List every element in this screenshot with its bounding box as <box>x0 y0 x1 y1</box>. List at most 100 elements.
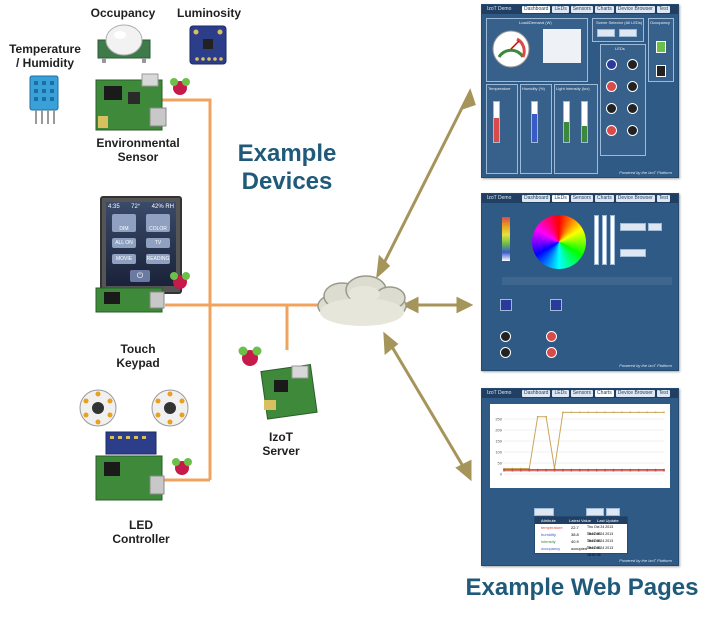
table-cell: occupied <box>571 546 588 551</box>
dashboard-gauge-section: Load/Demand (W) <box>486 18 588 82</box>
leds-tab-test[interactable]: Test <box>656 195 670 202</box>
chart-point <box>562 469 564 472</box>
dashboard-occupancy: Occupancy <box>648 18 674 82</box>
scene-selector-title: Scene Selector (All LEDs) <box>596 20 643 25</box>
charts-tab-test[interactable]: Test <box>656 390 670 397</box>
gauge-section-title: Load/Demand (W) <box>519 20 552 25</box>
label-izot-server: IzoT Server <box>262 430 300 459</box>
gauge-icon <box>492 30 530 68</box>
leds-slider-3[interactable] <box>610 215 615 265</box>
charts-tab-sensors[interactable]: Sensors <box>570 390 594 397</box>
leds-tab-sensors[interactable]: Sensors <box>570 195 594 202</box>
leds-lamp-2[interactable] <box>546 331 557 342</box>
dashboard-tab-dashboard[interactable]: Dashboard <box>522 6 551 13</box>
table-cell: humidity <box>541 532 556 537</box>
light-bar-1 <box>563 101 570 143</box>
arrowhead-dashboard-end <box>459 88 476 111</box>
table-header-update: Last Update <box>597 518 619 523</box>
table-cell: intensity <box>541 539 556 544</box>
dashboard-tab-charts[interactable]: Charts <box>595 6 614 13</box>
keypad-button-dim[interactable]: DIM <box>112 214 136 232</box>
humidity-title: Humidity (%) <box>522 86 545 91</box>
keypad-button-color[interactable]: COLOR <box>146 214 170 232</box>
leds-lamp-1[interactable] <box>500 331 511 342</box>
dashboard-tab-test[interactable]: Test <box>656 6 670 13</box>
leds-group-2[interactable] <box>550 299 562 311</box>
leds-slider-2[interactable] <box>602 215 607 265</box>
chart-point <box>637 469 640 472</box>
leds-tab-leds[interactable]: LEDs <box>552 195 569 202</box>
led-ring-right <box>151 389 189 427</box>
chart-point <box>604 469 606 472</box>
dashboard-tab-leds[interactable]: LEDs <box>552 6 569 13</box>
charts-tab-dashboard[interactable]: Dashboard <box>522 390 551 397</box>
leds-lamp-3[interactable] <box>500 347 511 358</box>
color-wheel[interactable] <box>532 215 586 269</box>
leds-title: LEDs <box>615 46 625 51</box>
leds-rgb-row <box>502 277 672 285</box>
table-row: occupancy occupied Thu Oct 24 2013 18:52… <box>535 545 627 557</box>
led-dot-5[interactable] <box>606 103 617 114</box>
leds-apply-button[interactable] <box>648 223 662 231</box>
chart-point <box>545 415 548 418</box>
leds-tab-dashboard[interactable]: Dashboard <box>522 195 551 202</box>
arrowhead-leds-start <box>401 296 419 314</box>
keypad-button-all-on[interactable]: ALL ON <box>112 238 136 248</box>
led-dot-2[interactable] <box>627 59 638 70</box>
dashboard-tab-device-browser[interactable]: Device Browser <box>615 6 655 13</box>
keypad-color-label: COLOR <box>149 226 167 232</box>
leds-tab-charts[interactable]: Charts <box>595 195 614 202</box>
izot-server-icon <box>238 346 318 420</box>
charts-tab-leds[interactable]: LEDs <box>552 390 569 397</box>
scene-activate-button[interactable] <box>619 29 637 37</box>
charts-tab-charts[interactable]: Charts <box>595 390 614 397</box>
chart-ytick-label: 150 <box>495 439 502 444</box>
table-header-latest: Latest Value <box>569 518 591 523</box>
led-dot-4[interactable] <box>627 81 638 92</box>
dashboard-tab-sensors[interactable]: Sensors <box>570 6 594 13</box>
led-dot-7[interactable] <box>606 125 617 136</box>
leds-select[interactable] <box>620 223 646 231</box>
charts-tab-device-browser[interactable]: Device Browser <box>615 390 655 397</box>
scene-select[interactable] <box>597 29 615 37</box>
touch-keypad-board-icon <box>95 272 190 313</box>
led-dot-6[interactable] <box>627 103 638 114</box>
arrowhead-dashboard-start <box>376 254 391 279</box>
leds-slider-1[interactable] <box>594 215 599 265</box>
leds-group-1[interactable] <box>500 299 512 311</box>
keypad-button-tv[interactable]: TV <box>146 238 170 248</box>
keypad-button-reading[interactable]: READING <box>146 254 170 264</box>
chart-ytick-label: 250 <box>495 417 502 422</box>
led-dot-1[interactable] <box>606 59 617 70</box>
temperature-title: Temperature <box>488 86 511 91</box>
chart-point <box>620 469 623 472</box>
led-dot-3[interactable] <box>606 81 617 92</box>
temperature-humidity-sensor-icon <box>29 75 59 124</box>
chart-ytick-label: 0 <box>500 472 503 477</box>
table-row: humidity 38.8 Thu Oct 24 2013 18:52:35 <box>535 531 627 543</box>
table-header-attribute: Attribute <box>541 518 556 523</box>
chart-point <box>663 469 665 472</box>
chart-select[interactable] <box>534 508 554 516</box>
leds-scene-select[interactable] <box>620 249 646 257</box>
leds-tab-device-browser[interactable]: Device Browser <box>615 195 655 202</box>
chart-point <box>637 411 640 414</box>
keypad-button-movie[interactable]: MOVIE <box>112 254 136 264</box>
table-cell: occupancy <box>541 546 561 551</box>
raspberry-icon <box>170 78 190 95</box>
dashboard-leds: LEDs <box>600 44 646 156</box>
leds-lamp-4[interactable] <box>546 347 557 358</box>
chart-point <box>570 469 573 472</box>
keypad-power-icon[interactable]: ⏻ <box>130 270 150 282</box>
table-header: Attribute Latest Value Last Update <box>535 517 627 524</box>
chart-reset-button[interactable] <box>606 508 620 516</box>
chart-zoom-button[interactable] <box>586 508 604 516</box>
keypad-time: 4:35 <box>108 204 120 210</box>
raspberry-icon <box>172 458 192 475</box>
led-dot-8[interactable] <box>627 125 638 136</box>
